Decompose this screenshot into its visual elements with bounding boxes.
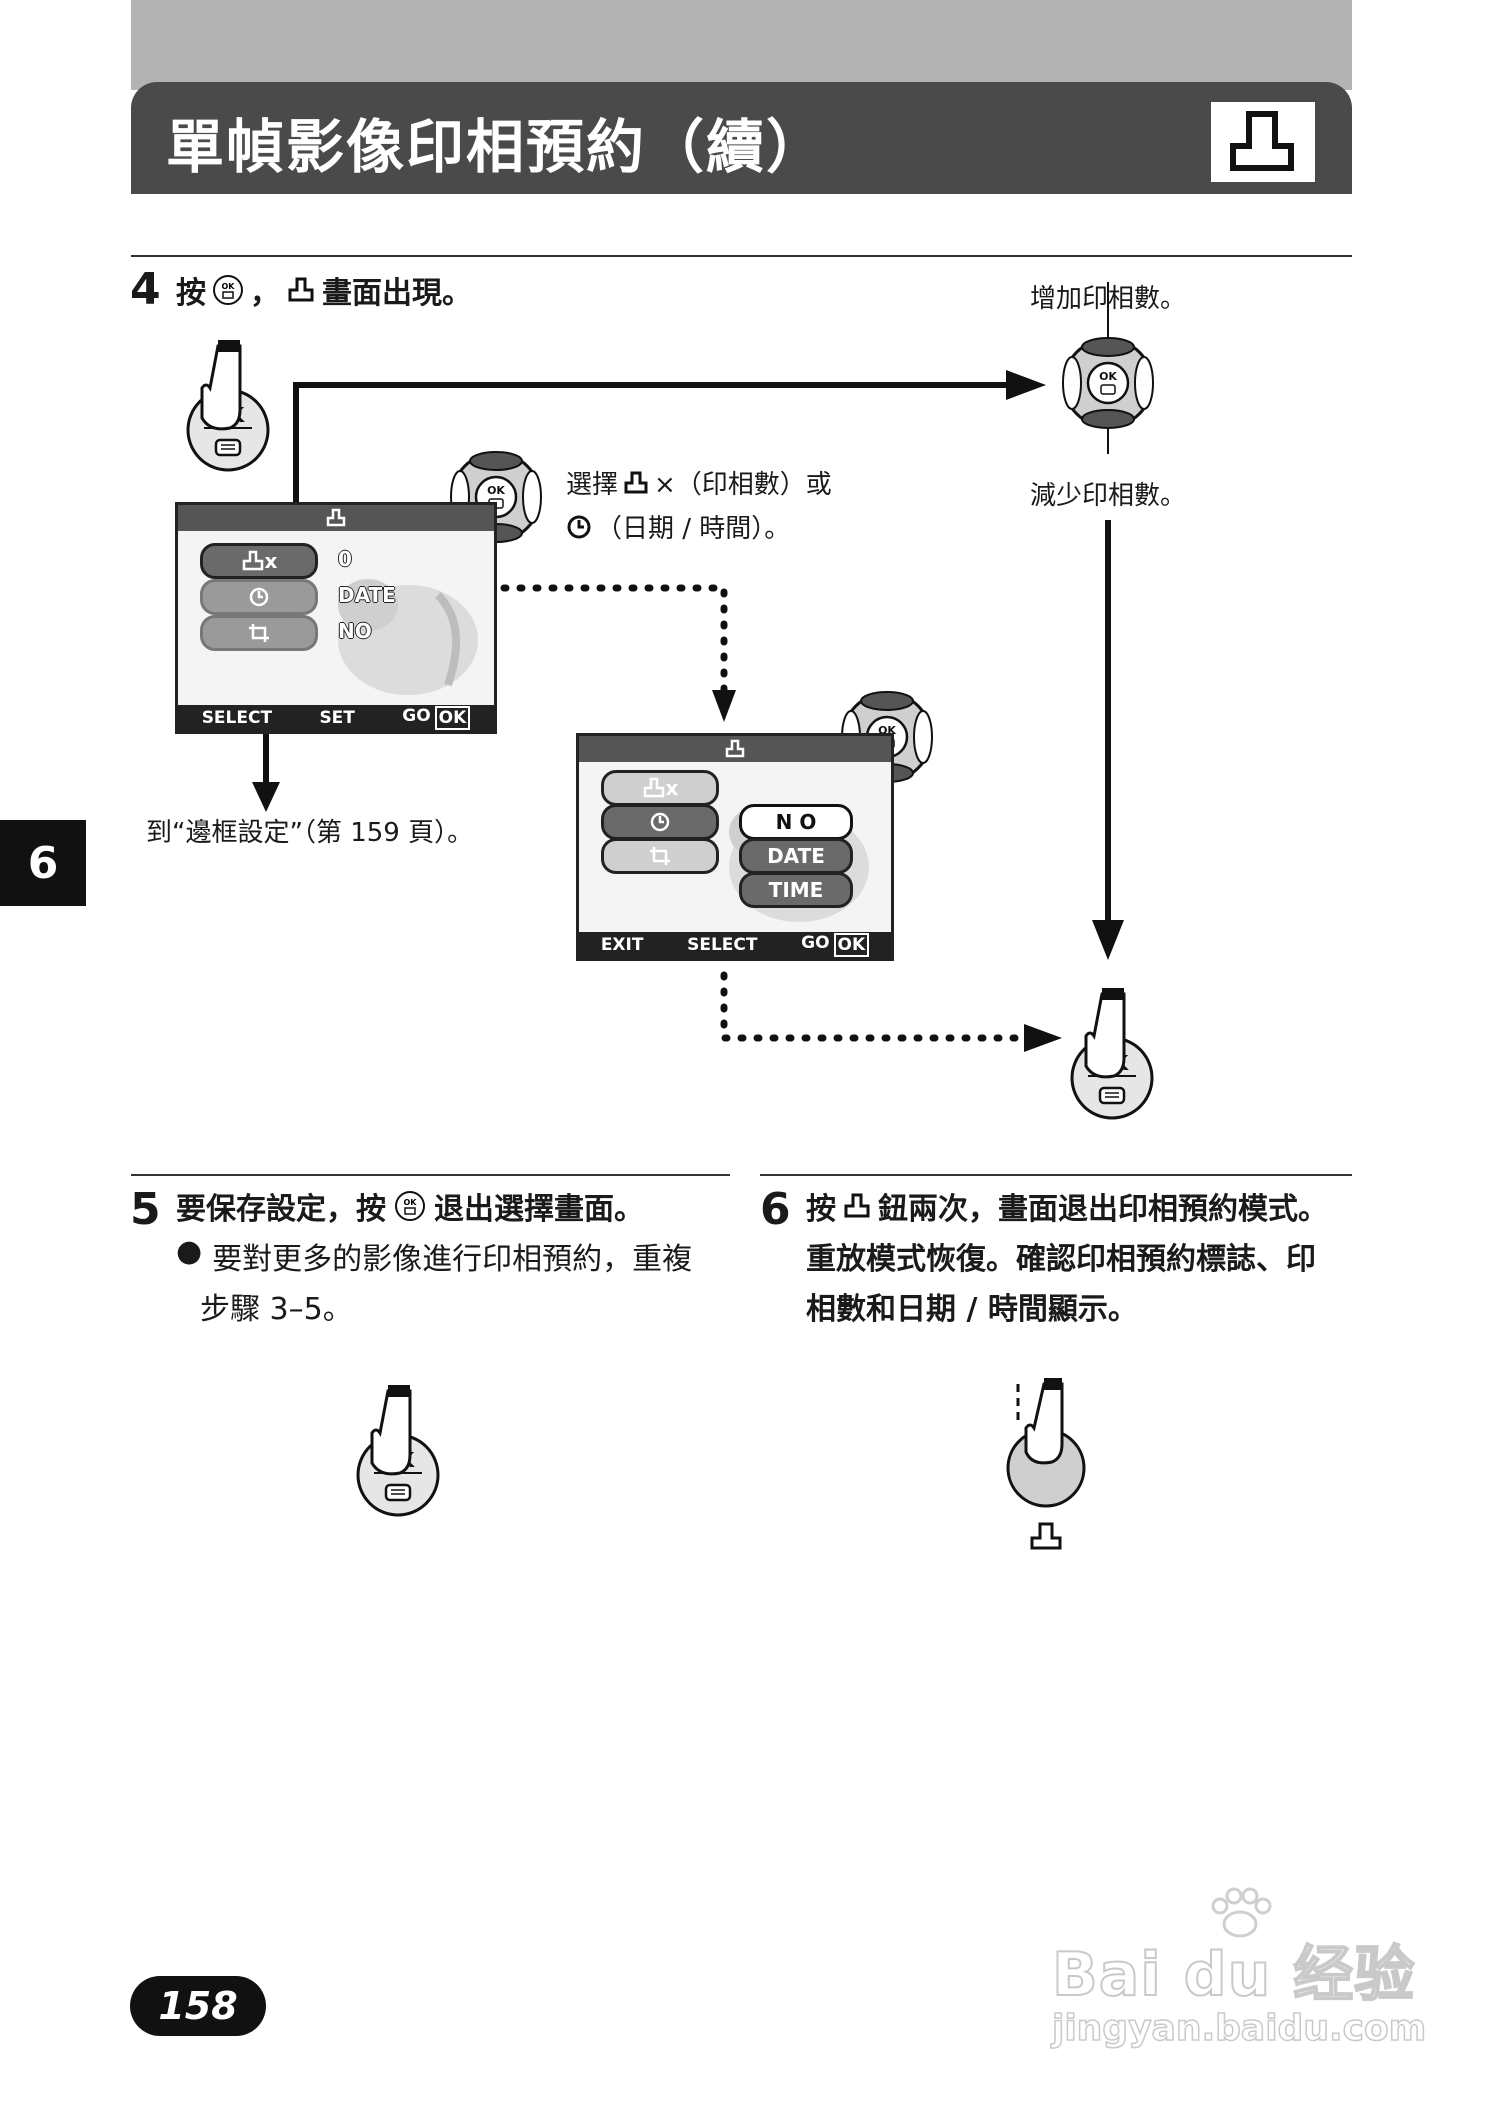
svg-text:OK: OK xyxy=(404,1198,418,1207)
print-button-press-icon xyxy=(1006,1378,1086,1550)
print-count-row[interactable]: x xyxy=(601,770,719,806)
header-band xyxy=(131,0,1352,90)
screen-footer: SELECT SET GO OK xyxy=(178,705,494,731)
step-5-number: 5 xyxy=(130,1184,161,1235)
clock-icon xyxy=(567,515,591,538)
bullet: ● xyxy=(176,1234,203,1269)
select-hint-line2: （日期 / 時間）。 xyxy=(566,508,790,545)
step-4-number: 4 xyxy=(130,264,161,315)
print-reserve-screen: x 0 DATE NO SELECT SET GO OK xyxy=(175,502,497,734)
print-icon xyxy=(643,777,664,798)
option-no[interactable]: N O xyxy=(739,804,853,840)
divider xyxy=(131,1174,730,1176)
crop-icon xyxy=(249,624,269,642)
print-icon xyxy=(326,508,346,527)
print-count-value: 0 xyxy=(338,547,352,571)
step-5-note-line2: 步驟 3–5。 xyxy=(200,1292,353,1327)
screen-header xyxy=(178,505,494,531)
ok-button-press-icon xyxy=(186,338,270,472)
select-hint-line1: 選擇 ×（印相數）或 xyxy=(566,470,832,500)
increase-count-label: 增加印相數。 xyxy=(1030,284,1187,314)
step-5-note: ● 要對更多的影像進行印相預約，重複 xyxy=(176,1234,693,1277)
step-6-line2: 重放模式恢復。確認印相預約標誌、印 xyxy=(806,1242,1316,1277)
step-5-instruction: 要保存設定，按 OK 退出選擇畫面。 xyxy=(176,1191,644,1227)
date-option-screen: x N O DATE TIME EXIT SELECT GO OK xyxy=(576,733,894,961)
date-time-row[interactable] xyxy=(601,804,719,840)
border-setting-link: 到“邊框設定”（第 159 頁）。 xyxy=(146,818,474,848)
print-icon xyxy=(725,739,745,758)
step-6-line3: 相數和日期 / 時間顯示。 xyxy=(806,1292,1138,1327)
step-4-instruction: 按 OK ， 畫面出現。 xyxy=(176,268,472,312)
step-6-instruction: 按 鈕兩次，畫面退出印相預約模式。 xyxy=(806,1192,1328,1227)
screen-header xyxy=(579,736,891,762)
option-date[interactable]: DATE xyxy=(739,838,853,874)
option-time[interactable]: TIME xyxy=(739,872,853,908)
print-icon xyxy=(288,277,314,302)
print-icon xyxy=(624,471,648,493)
photo-thumbnail xyxy=(338,579,478,695)
arrow-pad-icon xyxy=(1061,336,1155,430)
date-time-value: DATE xyxy=(338,583,396,607)
step-4-text-a: 按 xyxy=(176,276,206,311)
divider xyxy=(760,1174,1352,1176)
divider xyxy=(131,255,1352,257)
border-row[interactable] xyxy=(601,838,719,874)
paw-logo-icon xyxy=(1211,1887,1272,1938)
chapter-tab: 6 xyxy=(0,820,86,906)
step-6-number: 6 xyxy=(760,1184,791,1235)
title-bar xyxy=(131,82,1352,194)
decrease-count-label: 減少印相數。 xyxy=(1030,481,1187,511)
print-icon xyxy=(844,1193,870,1218)
clock-icon xyxy=(650,812,670,832)
date-time-row[interactable] xyxy=(200,579,318,615)
border-value: NO xyxy=(338,619,372,643)
ok-button-icon: OK xyxy=(395,1191,425,1221)
screen-footer: EXIT SELECT GO OK xyxy=(579,932,891,958)
border-row[interactable] xyxy=(200,615,318,651)
page-number: 158 xyxy=(130,1976,266,2036)
print-icon xyxy=(242,550,263,571)
watermark-brand: Bai du 经验 xyxy=(1051,1939,1416,2011)
ok-button-press-icon xyxy=(1070,986,1154,1120)
ok-button-press-icon xyxy=(356,1383,440,1517)
print-count-row[interactable]: x xyxy=(200,543,318,579)
step-4-text-b: ， xyxy=(250,276,280,311)
step-4-text-c: 畫面出現。 xyxy=(322,276,472,311)
print-icon xyxy=(1211,102,1315,182)
crop-icon xyxy=(650,847,670,865)
svg-text:OK: OK xyxy=(222,282,236,291)
page-title: 單幀影像印相預約（續） xyxy=(166,113,827,181)
ok-button-icon: OK xyxy=(213,275,243,305)
watermark-url: jingyan.baidu.com xyxy=(1051,2007,1427,2050)
clock-icon xyxy=(249,587,269,607)
